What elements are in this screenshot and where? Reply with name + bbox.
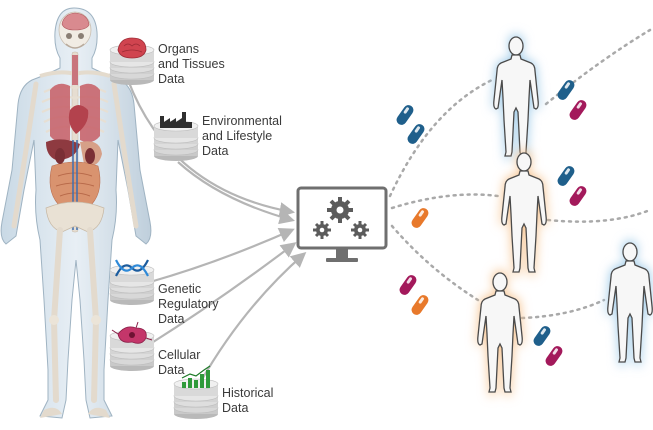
patient-2 (500, 150, 548, 276)
bar-chart-database-icon (173, 365, 219, 420)
capsule-blue (555, 164, 577, 188)
arrow-cellular (149, 242, 297, 345)
capsule-blue (555, 78, 577, 102)
gear-icon (313, 197, 369, 239)
capsules (394, 78, 589, 368)
anatomy-figure (0, 7, 152, 419)
arrow-environment (177, 161, 295, 225)
computer-gears-icon (296, 186, 388, 262)
brain-database-icon (109, 37, 155, 86)
arrow-genetic (149, 227, 295, 284)
patient-1 (492, 34, 540, 160)
capsule-magenta (567, 98, 589, 122)
capsule-blue (394, 103, 416, 127)
capsule-magenta (397, 273, 419, 297)
patient-3 (476, 270, 524, 396)
dna-database-icon (109, 259, 155, 306)
capsule-blue (405, 122, 427, 146)
factory-database-icon (153, 112, 199, 162)
capsule-magenta (543, 344, 565, 368)
capsule-magenta (567, 184, 589, 208)
arrow-organs (126, 79, 296, 218)
capsule-orange (409, 293, 431, 317)
capsule-orange (409, 206, 431, 230)
capsule-blue (531, 324, 553, 348)
cell-database-icon (109, 321, 155, 372)
patient-4 (606, 240, 653, 366)
